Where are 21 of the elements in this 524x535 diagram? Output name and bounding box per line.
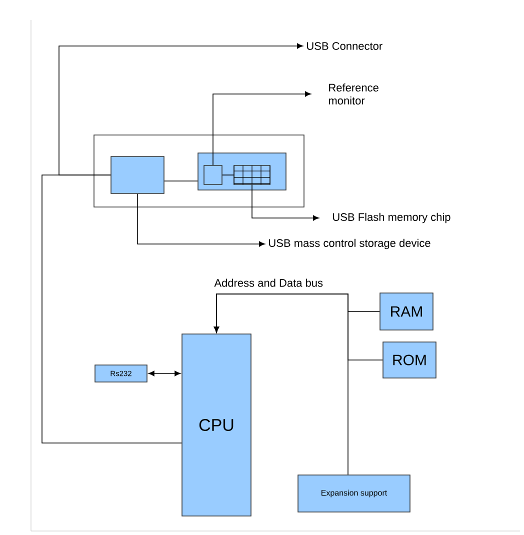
output-label: Reference monitor [328,83,378,105]
connector [222,174,234,176]
cpu-box: CPU [182,334,252,516]
connector [214,294,348,475]
memory-box: RAM [380,292,434,330]
connector [252,184,319,221]
connector [212,91,311,166]
output-label: USB Flash memory chip [333,212,450,224]
connector [137,194,265,247]
grid-chip-drawing [234,165,270,185]
memory-box: ROM [382,342,436,378]
expansion-box: Expansion support [298,474,410,512]
connector [148,370,181,376]
controller-box [110,156,164,194]
connector [42,174,182,444]
bus-label: Address and Data bus [214,278,323,287]
output-label: USB Connector [307,42,382,50]
connector [58,43,303,176]
output-label: USB mass control storage device [269,238,430,250]
connector [164,180,198,182]
small-square [204,165,222,185]
